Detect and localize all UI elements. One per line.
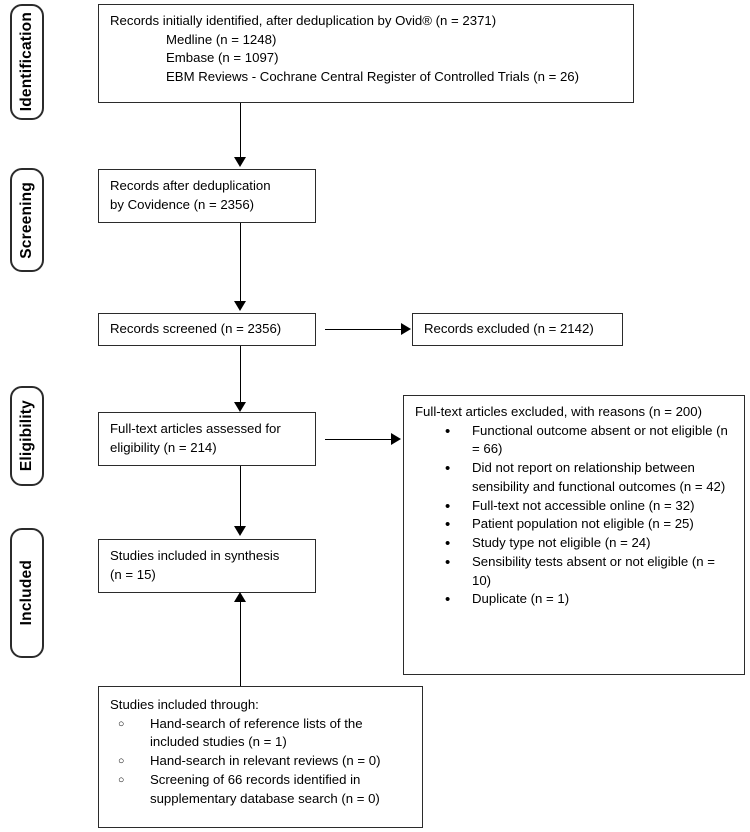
fulltext-assessed-line-2: eligibility (n = 214) [110, 439, 217, 455]
arrowhead-deduplicated-to-screened [234, 301, 246, 311]
records-identified-source-medline: Medline (n = 1248) [166, 31, 277, 47]
stage-label-identification-text: Identification [18, 12, 36, 112]
deduplication-line-1: Records after deduplication [110, 178, 271, 193]
connector-fulltext-to-excluded [325, 439, 393, 440]
included-through-source: Hand-search in relevant reviews (n = 0) [110, 752, 412, 771]
stage-label-screening: Screening [10, 168, 44, 272]
fulltext-excluded-reason: Functional outcome absent or not eligibl… [415, 421, 734, 459]
box-records-after-deduplication: Records after deduplication by Covidence… [98, 169, 316, 223]
fulltext-excluded-reason: Patient population not eligible (n = 25) [415, 514, 734, 535]
fulltext-excluded-reason: Did not report on relationship between s… [415, 458, 734, 496]
stage-label-eligibility-text: Eligibility [18, 400, 36, 472]
connector-deduplicated-to-screened [240, 223, 241, 303]
stage-label-identification: Identification [10, 4, 44, 120]
box-records-identified: Records initially identified, after dedu… [98, 4, 634, 103]
box-records-excluded: Records excluded (n = 2142) [412, 313, 623, 346]
box-studies-included-synthesis: Studies included in synthesis (n = 15) [98, 539, 316, 593]
connector-fulltext-to-included [240, 466, 241, 528]
arrowhead-screened-to-excluded [401, 323, 411, 335]
deduplication-line-2: by Covidence (n = 2356) [110, 196, 255, 212]
stage-label-eligibility: Eligibility [10, 386, 44, 486]
included-through-source-list: Hand-search of reference lists of the in… [110, 715, 412, 809]
fulltext-excluded-reason: Sensibility tests absent or not eligible… [415, 552, 734, 590]
arrowhead-fulltext-to-included [234, 526, 246, 536]
arrowhead-screened-to-fulltext [234, 402, 246, 412]
included-through-heading: Studies included through: [110, 697, 259, 712]
fulltext-assessed-line-1: Full-text articles assessed for [110, 421, 281, 436]
stage-label-included: Included [10, 528, 44, 658]
box-fulltext-assessed: Full-text articles assessed for eligibil… [98, 412, 316, 466]
included-synthesis-line-1: Studies included in synthesis [110, 548, 280, 563]
arrowhead-fulltext-to-excluded [391, 433, 401, 445]
box-studies-included-through: Studies included through: Hand-search of… [98, 686, 423, 828]
included-through-source: Screening of 66 records identified in su… [110, 771, 412, 808]
connector-screened-to-excluded [325, 329, 403, 330]
connector-identified-to-deduplicated [240, 103, 241, 159]
stage-label-screening-text: Screening [18, 181, 36, 259]
records-identified-source-embase: Embase (n = 1097) [166, 50, 279, 66]
fulltext-excluded-heading: Full-text articles excluded, with reason… [415, 404, 702, 419]
records-identified-heading: Records initially identified, after dedu… [110, 13, 497, 28]
included-synthesis-line-2: (n = 15) [110, 566, 156, 582]
arrowhead-identified-to-deduplicated [234, 157, 246, 167]
records-screened-line-1: Records screened (n = 2356) [110, 321, 282, 337]
fulltext-excluded-reason-list: Functional outcome absent or not eligibl… [415, 421, 734, 611]
arrowhead-other-sources-to-included [234, 592, 246, 602]
connector-other-sources-to-included [240, 600, 241, 686]
connector-screened-to-fulltext [240, 346, 241, 404]
included-through-source: Hand-search of reference lists of the in… [110, 715, 412, 752]
fulltext-excluded-reason: Study type not eligible (n = 24) [415, 533, 734, 554]
records-excluded-line-1: Records excluded (n = 2142) [424, 321, 594, 337]
fulltext-excluded-reason: Full-text not accessible online (n = 32) [415, 496, 734, 517]
fulltext-excluded-reason: Duplicate (n = 1) [415, 589, 734, 610]
records-identified-source-ebm: EBM Reviews - Cochrane Central Register … [166, 69, 580, 85]
box-fulltext-excluded-reasons: Full-text articles excluded, with reason… [403, 395, 745, 675]
box-records-screened: Records screened (n = 2356) [98, 313, 316, 346]
stage-label-included-text: Included [18, 560, 36, 626]
